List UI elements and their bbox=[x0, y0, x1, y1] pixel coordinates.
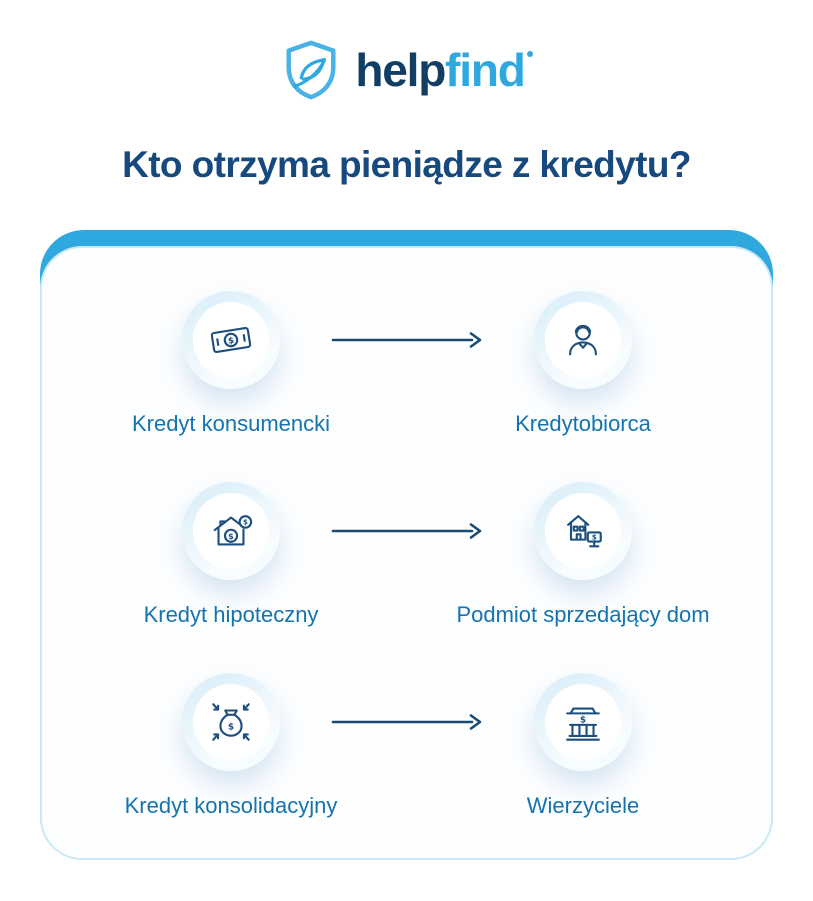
diagram-card-inner bbox=[40, 246, 773, 860]
brand-wordmark-primary: help bbox=[355, 44, 446, 96]
icon-badge-inner bbox=[545, 302, 621, 378]
node-label: Wierzyciele bbox=[526, 793, 640, 818]
svg-text:$: $ bbox=[580, 715, 586, 725]
flow-arrow bbox=[331, 714, 482, 730]
node-label: Kredytobiorca bbox=[515, 411, 651, 436]
flow-arrow bbox=[331, 332, 482, 348]
node-label: Kredyt hipoteczny bbox=[143, 602, 319, 627]
house-sale-sign-icon: $ bbox=[567, 515, 602, 548]
money-bag-consolidation-icon: $ bbox=[212, 703, 250, 741]
icon-badge-inner: $ bbox=[193, 302, 269, 378]
svg-text:$: $ bbox=[227, 336, 234, 347]
shield-leaf-icon bbox=[286, 40, 336, 100]
svg-text:$: $ bbox=[592, 532, 597, 541]
brand-wordmark: helpfind bbox=[355, 44, 533, 96]
diagram-node-kredytobiorca: Kredytobiorca bbox=[433, 291, 733, 437]
icon-badge: $ bbox=[182, 291, 280, 389]
diagram-node-kredyt-konsumencki: $ Kredyt konsumencki bbox=[81, 291, 381, 437]
infographic-page: helpfind Kto otrzyma pieniądze z kredytu… bbox=[0, 0, 813, 860]
icon-badge-inner: $ bbox=[545, 684, 621, 760]
diagram-node-podmiot-sprzedajacy-dom: $ Podmiot sprzedający dom bbox=[433, 482, 733, 628]
icon-badge-inner: $ bbox=[545, 493, 621, 569]
diagram-card: $ Kredyt konsumencki bbox=[40, 230, 773, 860]
node-label: Kredyt konsumencki bbox=[131, 411, 331, 436]
svg-text:$: $ bbox=[228, 531, 234, 541]
icon-badge: $ $ bbox=[182, 482, 280, 580]
svg-text:$: $ bbox=[243, 518, 248, 527]
brand-wordmark-secondary: find bbox=[445, 44, 526, 96]
diagram-node-wierzyciele: $ Wierzyciele bbox=[433, 673, 733, 819]
node-label: Podmiot sprzedający dom bbox=[456, 602, 710, 627]
diagram-node-kredyt-hipoteczny: $ $ Kredyt hipoteczny bbox=[81, 482, 381, 628]
trademark-dot bbox=[526, 51, 533, 57]
icon-badge-inner: $ bbox=[193, 684, 269, 760]
borrower-person-icon bbox=[569, 324, 597, 356]
flow-arrow bbox=[331, 523, 482, 539]
bank-icon: $ bbox=[566, 707, 600, 741]
icon-badge bbox=[534, 291, 632, 389]
page-title: Kto otrzyma pieniądze z kredytu? bbox=[122, 144, 691, 185]
house-dollar-icon: $ $ bbox=[213, 515, 253, 546]
banknote-icon: $ bbox=[210, 326, 252, 354]
svg-text:$: $ bbox=[228, 723, 234, 733]
diagram-node-kredyt-konsolidacyjny: $ Kredyt konsolidacyjny bbox=[81, 673, 381, 819]
icon-badge-inner: $ $ bbox=[193, 493, 269, 569]
shield-logo-icon bbox=[280, 38, 342, 102]
icon-badge: $ bbox=[182, 673, 280, 771]
node-label: Kredyt konsolidacyjny bbox=[124, 793, 338, 818]
icon-badge: $ bbox=[534, 482, 632, 580]
logo: helpfind bbox=[0, 0, 813, 102]
icon-badge: $ bbox=[534, 673, 632, 771]
